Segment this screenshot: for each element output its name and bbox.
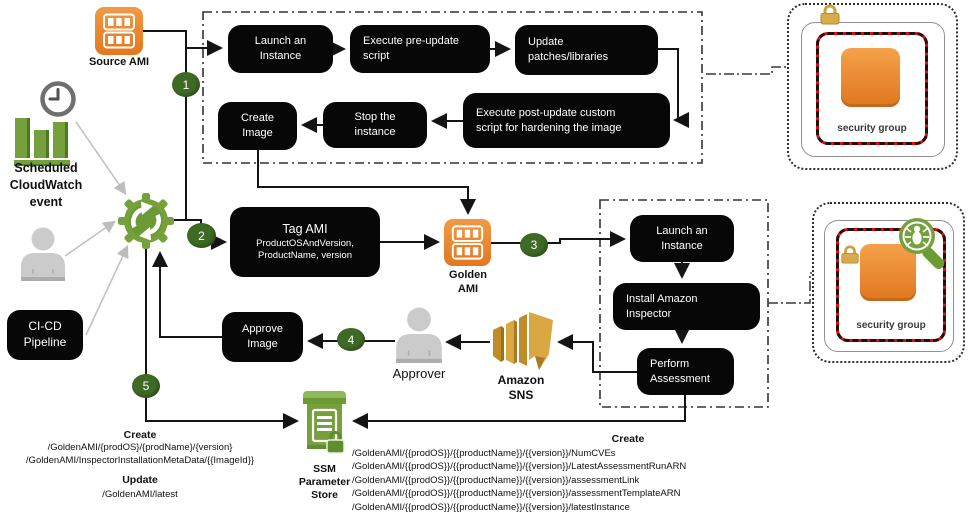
- wire-source-ami-down: [143, 30, 187, 220]
- left-update-path: /GoldenAMI/latest: [102, 489, 178, 500]
- cloudwatch-bars-icon: [14, 112, 72, 171]
- wire-goldenami-launch2: [490, 231, 626, 247]
- ssm-parameter-store-icon: [301, 391, 348, 464]
- security-group-top-label: security group: [837, 123, 907, 134]
- step-badge-2: 2: [187, 223, 216, 248]
- execute-pre-update-box: Execute pre-update script: [350, 25, 490, 73]
- create-image-box: Create Image: [218, 102, 297, 150]
- wire-patches-postupdate: [658, 48, 689, 128]
- launch-instance-build-box: Launch an Instance: [228, 25, 333, 73]
- step-badge-1: 1: [172, 72, 200, 97]
- right-create-paths: /GoldenAMI/{{prodOS}}/{{productName}}/{{…: [352, 448, 687, 513]
- instance-top: [841, 48, 900, 107]
- update-patches-box: Update patches/libraries: [515, 25, 658, 75]
- security-group-bottom-boundary: security group: [836, 228, 946, 342]
- perform-assessment-box: Perform Assessment: [637, 348, 734, 395]
- tag-ami-box: Tag AMI ProductOSAndVersion, ProductName…: [230, 207, 380, 277]
- instance-bottom: [860, 244, 916, 301]
- scheduled-event-label: Scheduled CloudWatch event: [9, 161, 83, 209]
- wire-automation-ssm: [145, 247, 299, 429]
- security-group-bottom-label: security group: [856, 320, 926, 331]
- step-badge-4: 4: [337, 328, 365, 351]
- clock-icon: [39, 80, 77, 123]
- security-group-bottom-container: security group: [812, 202, 965, 363]
- source-ami-icon: [95, 7, 143, 60]
- instance-border-top: [801, 22, 945, 157]
- ssm-parameter-store-label: SSM Parameter Store: [298, 463, 351, 501]
- security-group-top-boundary: security group: [816, 32, 928, 145]
- build-phase-container: [202, 11, 703, 164]
- step-badge-3: 3: [520, 233, 548, 257]
- lock-icon-top: [818, 4, 842, 30]
- wire-assessment-ssm: [352, 395, 686, 429]
- inspector-magnifier-icon: [893, 212, 949, 279]
- wire-assessment-sns: [557, 334, 637, 373]
- tag-ami-subtitle: ProductOSAndVersion, ProductName, versio…: [256, 237, 354, 262]
- wire-schedule-to-automation: [75, 121, 127, 195]
- step-badge-5: 5: [132, 374, 160, 398]
- execute-post-update-box: Execute post-update custom script for ha…: [463, 93, 670, 148]
- launch-instance-assess-box: Launch an Instance: [630, 215, 734, 262]
- install-inspector-box: Install Amazon Inspector: [613, 283, 760, 330]
- left-update-title: Update: [122, 474, 158, 486]
- golden-ami-label: Golden AMI: [449, 269, 487, 295]
- security-group-top-container: security group: [787, 3, 958, 170]
- approver-label: Approver: [392, 366, 446, 381]
- automation-gear-icon: [116, 191, 176, 256]
- amazon-sns-label: Amazon SNS: [497, 373, 545, 402]
- wire-user-to-automation: [64, 220, 116, 257]
- instance-border-bottom: [824, 220, 954, 352]
- approve-image-box: Approve Image: [222, 312, 303, 362]
- right-create-title: Create: [611, 433, 645, 445]
- wire-createimage-goldenami: [257, 150, 476, 215]
- amazon-sns-icon: [489, 312, 553, 377]
- tag-ami-title: Tag AMI: [282, 222, 328, 237]
- left-create-paths: /GoldenAMI/{prodOS}/{prodName}/{version}…: [25, 442, 255, 467]
- wire-cicd-to-automation: [85, 244, 129, 336]
- stop-instance-box: Stop the instance: [323, 102, 427, 148]
- source-ami-label: Source AMI: [88, 56, 150, 68]
- left-create-title: Create: [123, 429, 157, 441]
- user-icon: [20, 226, 66, 287]
- approver-icon: [394, 306, 444, 369]
- golden-ami-icon: [444, 219, 491, 271]
- lock-icon-bottom: [839, 245, 861, 269]
- cicd-pipeline-box: CI-CD Pipeline: [7, 310, 83, 360]
- wire-approveimage-automation: [152, 251, 222, 338]
